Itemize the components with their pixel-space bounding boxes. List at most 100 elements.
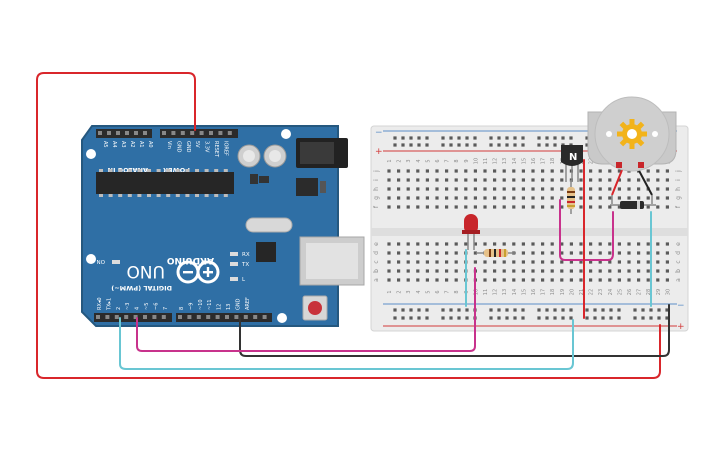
header-pin[interactable] [171, 131, 176, 135]
digital-pin-label: ~11 [207, 299, 213, 310]
column-number: 30 [665, 289, 671, 295]
header-pin[interactable] [243, 315, 248, 319]
header-pin[interactable] [161, 315, 166, 319]
power-pin-label: Vin [166, 141, 172, 149]
wire-magenta-base[interactable] [559, 199, 614, 261]
header-pin[interactable] [253, 315, 258, 319]
npn-transistor[interactable]: N [561, 145, 583, 182]
led-resistor[interactable] [476, 249, 516, 257]
header-pin[interactable] [178, 315, 182, 319]
digital-pin-label: 8 [179, 307, 185, 310]
digital-pin-label: RX◂0 [97, 297, 103, 310]
row-letter: h [675, 187, 682, 191]
column-number: 1 [387, 290, 393, 293]
column-number: 23 [598, 289, 604, 295]
wires[interactable] [36, 72, 670, 379]
header-pin[interactable] [190, 131, 195, 135]
header-pin[interactable] [143, 131, 147, 135]
column-number: 8 [454, 159, 460, 162]
reset-button[interactable] [308, 301, 322, 315]
header-pin[interactable] [215, 315, 220, 319]
mounting-hole [277, 313, 287, 323]
row-letter: f [373, 205, 380, 208]
column-number: 1 [387, 159, 393, 162]
header-pin[interactable] [114, 315, 119, 319]
wire-cyan-pin[interactable] [119, 317, 574, 370]
column-number: 4 [416, 159, 422, 162]
header-pin[interactable] [218, 131, 223, 135]
digital-header-low[interactable] [94, 313, 172, 322]
wire-red-5v[interactable] [36, 72, 661, 379]
header-pin[interactable] [125, 131, 129, 135]
analog-header[interactable] [96, 129, 152, 138]
header-pin[interactable] [98, 131, 102, 135]
digital-header-high[interactable] [176, 313, 272, 322]
header-pin[interactable] [133, 315, 138, 319]
dc-motor[interactable] [587, 96, 677, 172]
column-number: 2 [397, 290, 403, 293]
chip-pins [99, 169, 228, 197]
column-number: 12 [493, 289, 499, 295]
top-rail-minus-symbol: − [375, 128, 383, 138]
uno-model-text: UNO [126, 261, 165, 281]
row-letter: j [675, 170, 682, 173]
wire-magenta-pin[interactable] [136, 267, 476, 352]
digital-pin-label: 12 [217, 304, 223, 310]
header-pin[interactable] [209, 131, 213, 135]
arduino-brand-text: ARDUINO [166, 255, 214, 265]
column-number: 18 [550, 289, 556, 295]
wire-dark-gnd[interactable] [239, 304, 670, 357]
header-pin[interactable] [107, 131, 111, 135]
column-number: 17 [541, 289, 547, 295]
base-resistor[interactable] [567, 180, 575, 214]
header-pin[interactable] [116, 131, 120, 135]
l-led-label: L [242, 277, 246, 283]
mounting-hole [281, 129, 291, 139]
header-pin[interactable] [196, 315, 201, 319]
column-number: 2 [397, 159, 403, 162]
gear-icon [617, 119, 647, 149]
column-number: 7 [445, 159, 451, 162]
flyback-diode[interactable] [610, 201, 656, 209]
header-pin[interactable] [134, 131, 138, 135]
column-number: 16 [531, 158, 537, 164]
row-letter: c [675, 260, 682, 263]
breadboard[interactable]: + − − + 11223344556677889910101111121213… [370, 125, 689, 332]
column-number: 18 [550, 158, 556, 164]
row-letter: f [675, 205, 682, 208]
power-header[interactable] [160, 129, 238, 138]
header-pin[interactable] [206, 315, 211, 319]
header-pin[interactable] [187, 315, 192, 319]
mounting-hole [86, 149, 96, 159]
column-number: 3 [406, 290, 412, 293]
header-pin-holes [96, 315, 267, 319]
bottom-rail-minus-symbol: − [677, 301, 685, 311]
row-letter: b [675, 269, 682, 273]
header-pin[interactable] [152, 315, 157, 319]
tx-led-label: TX [241, 262, 249, 268]
header-pin[interactable] [162, 131, 166, 135]
analog-in-label: ANALOG IN [108, 166, 148, 174]
header-pin[interactable] [96, 315, 100, 319]
power-pin-label: IOREF [222, 141, 228, 156]
voltage-regulator-tab [320, 181, 326, 193]
red-led[interactable] [462, 214, 480, 250]
column-number: 5 [425, 290, 431, 293]
header-pin[interactable] [262, 315, 267, 319]
header-pin[interactable] [199, 131, 204, 135]
header-pin[interactable] [234, 315, 239, 319]
header-pin[interactable] [105, 315, 110, 319]
on-led [112, 260, 120, 264]
header-pin[interactable] [124, 315, 129, 319]
header-pin[interactable] [143, 315, 147, 319]
column-number: 10 [473, 158, 479, 164]
header-pin[interactable] [225, 315, 229, 319]
column-number: 26 [627, 289, 633, 295]
header-pin[interactable] [227, 131, 232, 135]
header-pin[interactable] [180, 131, 185, 135]
column-number: 20 [569, 289, 575, 295]
digital-pin-label: 4 [135, 307, 141, 310]
